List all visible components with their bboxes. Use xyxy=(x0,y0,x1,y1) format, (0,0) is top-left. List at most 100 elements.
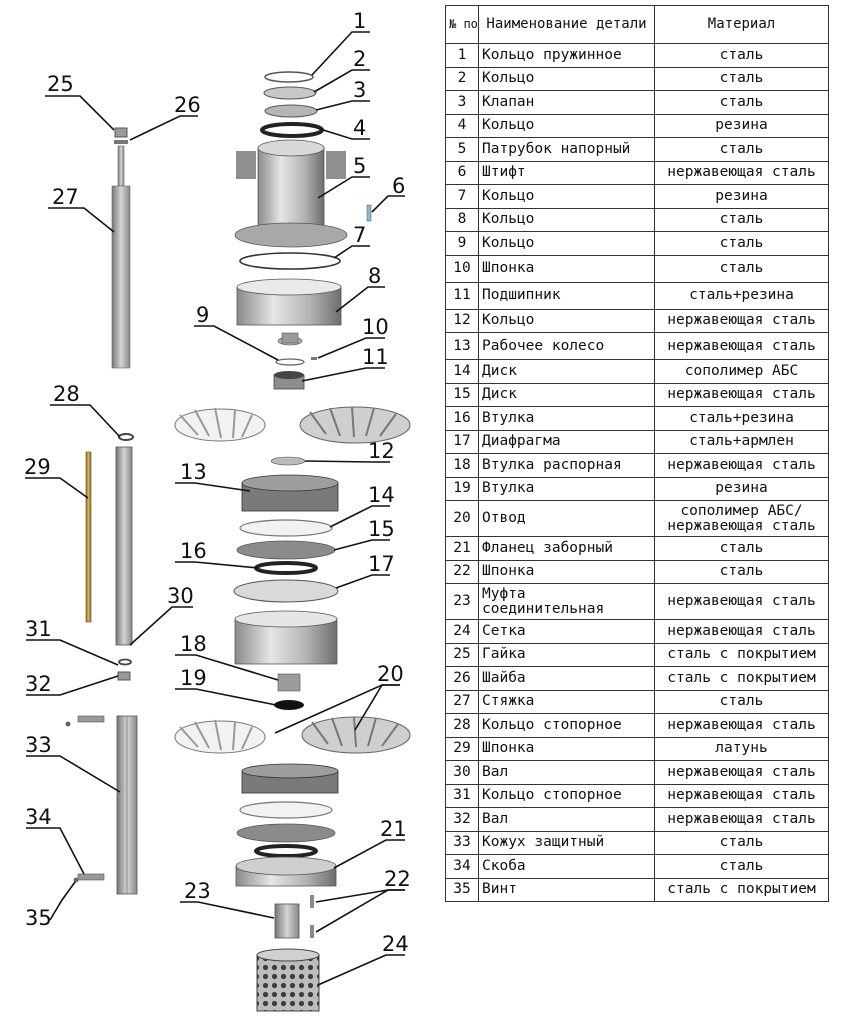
ring-2-part xyxy=(263,86,317,100)
valve-part xyxy=(264,104,318,118)
position-number-cell: 32 xyxy=(445,807,479,832)
bracket-part-2 xyxy=(77,873,105,881)
screw-part xyxy=(65,721,71,727)
steel-disc-part-2 xyxy=(236,823,336,843)
part-name-cell: Кольцо стопорное xyxy=(478,713,655,738)
callout-22: 22 xyxy=(384,867,411,891)
material-cell: резина xyxy=(654,476,829,501)
material-cell: нержавеющая сталь xyxy=(654,713,829,738)
header-material: Материал xyxy=(654,5,829,44)
material-cell: сталь xyxy=(654,854,829,879)
position-number-cell: 4 xyxy=(445,113,479,138)
nut-part xyxy=(114,127,128,138)
bracket-part xyxy=(77,715,105,723)
part-name-cell: Рабочее колесо xyxy=(478,332,655,360)
part-name-cell: Подшипник xyxy=(478,281,655,310)
parts-table: № поз Наименование детали Материал 1Коль… xyxy=(445,5,829,902)
ring-12-part xyxy=(270,456,306,466)
position-number-cell: 14 xyxy=(445,359,479,384)
position-number-cell: 35 xyxy=(445,877,479,902)
material-cell: сополимер АБС/ нержавеющая сталь xyxy=(654,500,829,537)
part-name-cell: Кольцо пружинное xyxy=(478,43,655,68)
parts-table-header: № поз Наименование детали Материал xyxy=(445,5,829,44)
rubber-sleeve-part xyxy=(274,700,304,710)
part-name-cell: Винт xyxy=(478,877,655,902)
callout-17: 17 xyxy=(368,552,395,576)
diaphragm-part xyxy=(233,579,339,603)
callout-21: 21 xyxy=(380,817,407,841)
part-name-cell: Кольцо xyxy=(478,207,655,232)
callout-15: 15 xyxy=(368,517,395,541)
material-cell: сталь xyxy=(654,43,829,68)
part-name-cell: Гайка xyxy=(478,642,655,667)
header-part-name: Наименование детали xyxy=(478,5,655,44)
part-name-cell: Кожух защитный xyxy=(478,830,655,855)
material-cell: сталь xyxy=(654,207,829,232)
callout-31: 31 xyxy=(25,617,52,641)
material-cell: нержавеющая сталь xyxy=(654,807,829,832)
callout-11: 11 xyxy=(362,345,389,369)
position-number-cell: 25 xyxy=(445,642,479,667)
position-number-cell: 22 xyxy=(445,559,479,584)
abs-disc-part-2 xyxy=(239,801,333,819)
retaining-ring-2-part xyxy=(118,658,132,666)
position-number-cell: 27 xyxy=(445,689,479,714)
washer-part xyxy=(114,140,128,144)
spacer-sleeve-part xyxy=(277,673,301,692)
part-name-cell: Кольцо xyxy=(478,184,655,209)
position-number-cell: 26 xyxy=(445,666,479,691)
part-name-cell: Муфта соединительная xyxy=(478,583,655,620)
material-cell: сталь xyxy=(654,137,829,162)
position-number-cell: 10 xyxy=(445,254,479,283)
short-shaft-part xyxy=(117,671,131,681)
position-number-cell: 9 xyxy=(445,231,479,256)
position-number-cell: 19 xyxy=(445,476,479,501)
part-name-cell: Втулка xyxy=(478,476,655,501)
callout-2: 2 xyxy=(353,47,366,71)
position-number-cell: 8 xyxy=(445,207,479,232)
callout-1: 1 xyxy=(353,9,366,33)
part-name-cell: Шпонка xyxy=(478,736,655,761)
position-number-cell: 13 xyxy=(445,332,479,360)
material-cell: нержавеющая сталь xyxy=(654,760,829,785)
abs-disc-part xyxy=(239,519,333,537)
callout-28: 28 xyxy=(53,382,80,406)
callout-34: 34 xyxy=(25,805,52,829)
diffuser-part-upper xyxy=(174,406,411,444)
part-name-cell: Диск xyxy=(478,359,655,384)
material-cell: сталь с покрытием xyxy=(654,877,829,902)
callout-5: 5 xyxy=(353,154,366,178)
position-number-cell: 24 xyxy=(445,619,479,644)
position-number-cell: 21 xyxy=(445,536,479,561)
callout-29: 29 xyxy=(24,455,51,479)
position-number-cell: 16 xyxy=(445,406,479,431)
position-number-cell: 7 xyxy=(445,184,479,209)
material-cell: резина xyxy=(654,113,829,138)
discharge-nozzle-part xyxy=(257,147,325,229)
position-number-cell: 31 xyxy=(445,783,479,808)
rubber-ring-7-part xyxy=(239,252,341,270)
material-cell: сталь xyxy=(654,536,829,561)
callout-10: 10 xyxy=(362,315,389,339)
position-number-cell: 2 xyxy=(445,66,479,91)
callout-23: 23 xyxy=(184,879,211,903)
callout-6: 6 xyxy=(392,174,405,198)
sleeve-part xyxy=(254,561,318,575)
callout-13: 13 xyxy=(180,460,207,484)
material-cell: сталь xyxy=(654,231,829,256)
material-cell: резина xyxy=(654,184,829,209)
callout-30: 30 xyxy=(167,584,194,608)
